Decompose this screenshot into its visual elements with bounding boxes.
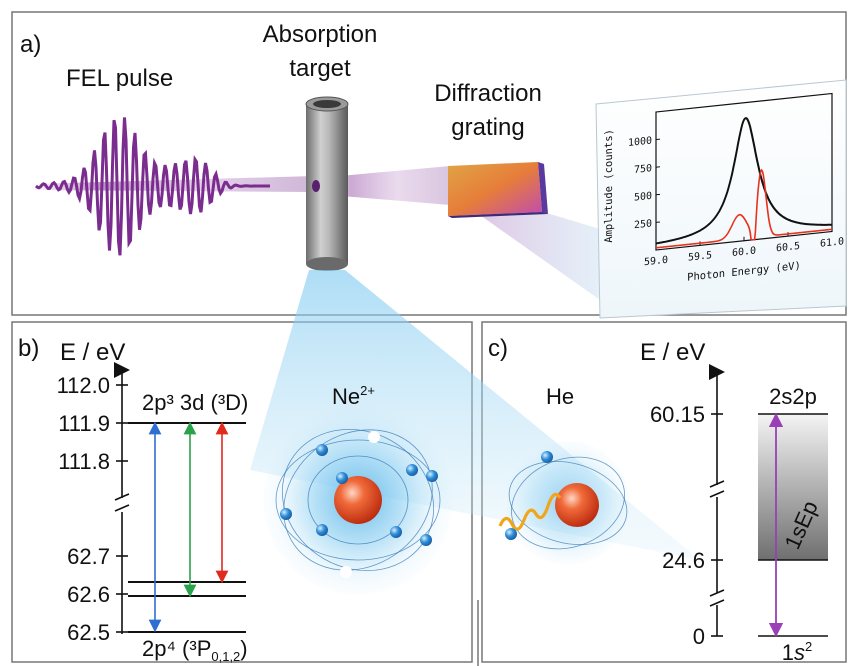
c-tick-label: 60.15 [650, 402, 705, 427]
ne-electron [316, 444, 328, 456]
plot-xtick-label: 59.5 [688, 250, 712, 263]
ne-electron [420, 534, 432, 546]
b-tick-label: 112.0 [57, 373, 110, 398]
spectrum-red-curve [656, 168, 832, 249]
ne-electron [280, 508, 292, 520]
absorption-target-cell [305, 96, 349, 271]
plot-xtick-label: 59.0 [644, 255, 668, 268]
he-label: He [546, 384, 574, 409]
panel-c-energy-axis [709, 364, 725, 636]
absorption-target-label-line1: Absorption [263, 21, 378, 48]
ne-electron [316, 524, 328, 536]
plot-ytick-label: 1000 [628, 136, 652, 149]
fel-pulse-waveform [35, 117, 270, 256]
b-tick-label: 111.8 [58, 449, 110, 474]
ne-electron [390, 526, 402, 538]
b-tick-label: 62.7 [67, 544, 110, 569]
ne-electron [406, 464, 418, 476]
ground-italic: s [794, 640, 805, 665]
upper-state-label: 2p³ 3d (³D) [142, 390, 248, 415]
diffraction-grating [448, 162, 548, 218]
b-tick-label: 62.6 [67, 582, 110, 607]
c-tick-label: 24.6 [662, 548, 705, 573]
plot-ytick-label: 500 [634, 191, 652, 204]
ground-sup: 2 [805, 639, 812, 654]
b-tick-label: 62.5 [67, 620, 110, 645]
plot-xtick-label: 60.0 [732, 246, 756, 259]
lower-state-label: 2p⁴ (³P0,1,2) [142, 636, 248, 664]
ground-main: 1 [782, 640, 794, 665]
plot-ylabel: Amplitude (counts) [603, 128, 615, 243]
spectrum-black-curve [655, 116, 833, 245]
ne-symbol: Ne [332, 384, 360, 409]
beam-to-grating [318, 166, 450, 205]
b-tick-label: 111.9 [58, 411, 110, 436]
level-2s2p-label: 2s2p [769, 384, 817, 409]
diffracted-beam [470, 190, 620, 300]
plot-ytick-label: 250 [634, 218, 652, 231]
panel-a-label: a) [20, 31, 41, 58]
ne-atom [263, 405, 453, 595]
lower-state-close: ) [240, 636, 247, 661]
lower-state-main: 2p⁴ (³P [142, 636, 211, 661]
c-tick-label: 0 [693, 624, 705, 649]
plot-xtick-label: 60.5 [776, 241, 800, 254]
ne-charge: 2+ [360, 383, 375, 398]
ground-state-label: 1s2 [782, 639, 812, 665]
ne-electron [426, 470, 438, 482]
plot-xtick-label: 61.0 [820, 236, 844, 249]
he-nucleus [555, 483, 599, 527]
panel-c-label: c) [488, 335, 508, 362]
panel-c-axis-title: E / eV [640, 339, 705, 366]
photon-wiggle [498, 492, 562, 531]
panel-b-axis-title: E / eV [60, 339, 125, 366]
grating-label-line1: Diffraction [434, 80, 542, 107]
absorption-target-label-line2: target [289, 55, 351, 82]
plot-ytick-label: 750 [634, 163, 652, 176]
ne-electron [336, 472, 348, 484]
he-atom [498, 441, 630, 565]
ne-nucleus [334, 476, 382, 524]
lower-state-subscript: 0,1,2 [211, 649, 240, 664]
panel-b-label: b) [18, 335, 39, 362]
fel-pulse-label: FEL pulse [66, 65, 173, 92]
grating-label-line2: grating [451, 114, 524, 141]
panel-b-energy-axis [114, 362, 130, 634]
ne-label: Ne2+ [332, 383, 375, 409]
